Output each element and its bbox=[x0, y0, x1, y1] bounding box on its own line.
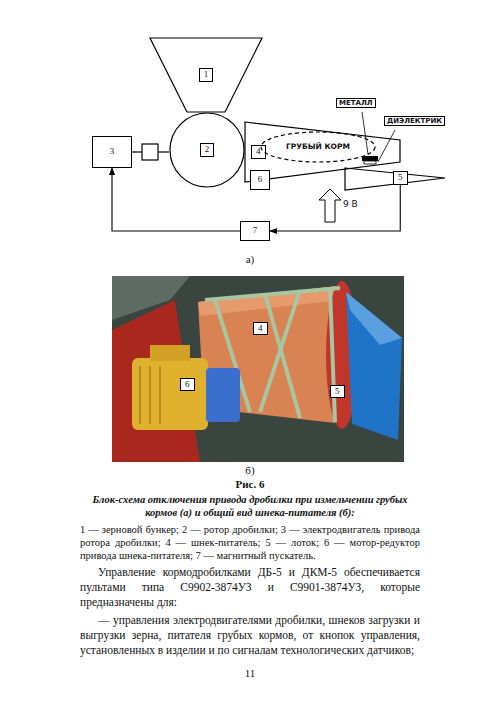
material-label: ДИЭЛЕКТРИК bbox=[384, 116, 445, 126]
figure-number: Рис. 6 bbox=[85, 478, 415, 491]
dielectric-layer bbox=[364, 161, 376, 164]
photo bbox=[112, 276, 404, 462]
subfigure-label: а) bbox=[200, 253, 300, 266]
zone-label: ГРУБЫЙ КОРМ bbox=[286, 143, 350, 151]
body-text: — управления электродвигателями дробилки… bbox=[80, 613, 420, 658]
callout-number: 6 bbox=[180, 378, 195, 391]
legend-text: 1 — зерновой бункер; 2 — ротор дробилки;… bbox=[80, 523, 420, 562]
voltage-label: 9 В bbox=[343, 199, 358, 210]
callout-number: 6 bbox=[258, 175, 263, 185]
callout-number: 7 bbox=[253, 226, 258, 236]
tray: 5 bbox=[345, 166, 445, 190]
crusher-rotor: 2 bbox=[169, 112, 245, 188]
metal-sensor bbox=[362, 156, 378, 161]
figure-caption: Блок-схема отключения привода дробилки п… bbox=[85, 493, 415, 519]
voltage-arrow bbox=[319, 189, 341, 222]
callout-number: 2 bbox=[200, 143, 215, 157]
callout-number: 5 bbox=[330, 385, 345, 398]
signal-line bbox=[112, 168, 240, 231]
leader-line bbox=[378, 130, 395, 162]
subfigure-label: б) bbox=[200, 464, 300, 477]
body-text: Управление кормодробилками ДБ-5 и ДКМ-5 … bbox=[80, 565, 420, 610]
page-number: 11 bbox=[200, 667, 300, 680]
starter-box: 7 bbox=[240, 221, 270, 241]
callout-number: 4 bbox=[253, 322, 268, 335]
grain-hopper: 1 bbox=[150, 38, 262, 112]
coupling bbox=[142, 144, 158, 160]
motor-box: 3 bbox=[92, 136, 132, 168]
roughage-zone: ГРУБЫЙ КОРМ bbox=[260, 131, 376, 163]
callout-number: 5 bbox=[393, 171, 408, 185]
gear-motor-box: 6 bbox=[250, 170, 270, 190]
material-label: МЕТАЛЛ bbox=[336, 98, 376, 108]
shaft-line bbox=[132, 151, 142, 152]
callout-number: 1 bbox=[199, 68, 214, 82]
signal-line bbox=[270, 185, 400, 231]
callout-number: 3 bbox=[110, 147, 115, 157]
shaft-line bbox=[158, 151, 169, 152]
callout-number: 4 bbox=[251, 145, 266, 159]
leader-line bbox=[362, 112, 368, 154]
